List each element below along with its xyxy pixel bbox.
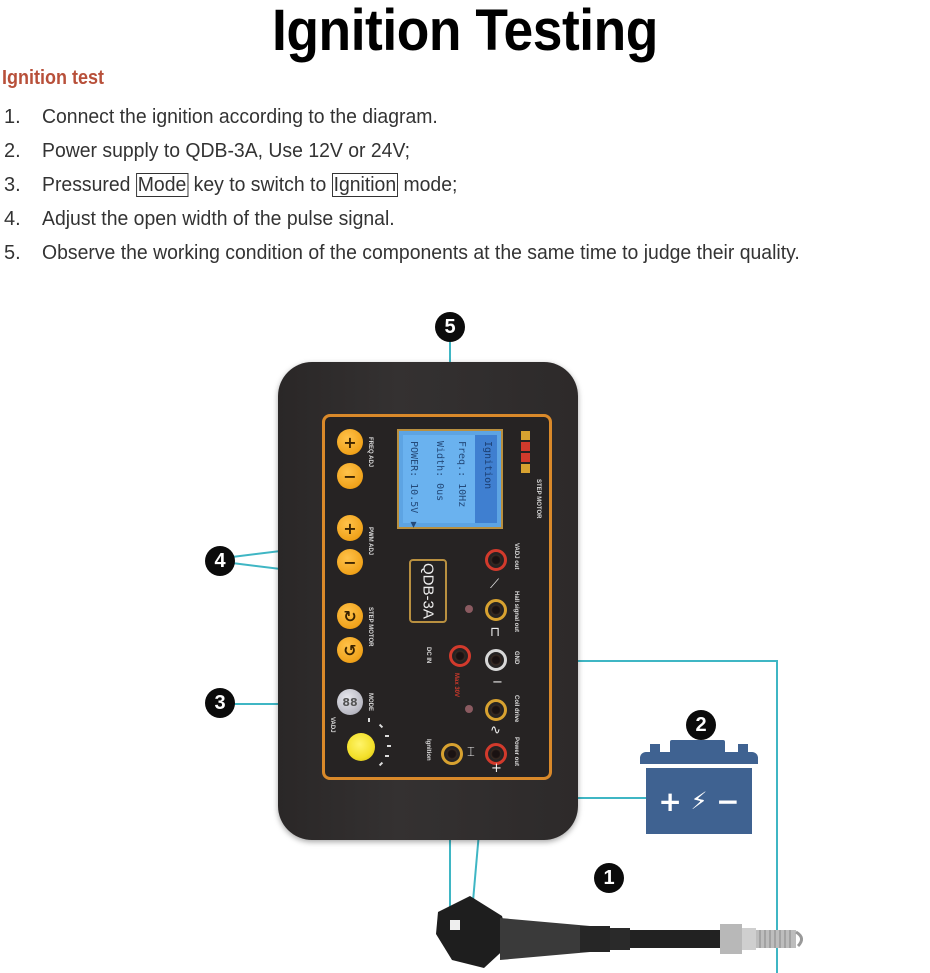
step-number: 2. — [4, 139, 21, 162]
battery-plus-icon: + — [658, 784, 682, 818]
callout-2: 2 — [686, 710, 716, 740]
gnd-jack[interactable] — [485, 649, 507, 671]
battery-minus-icon: − — [716, 784, 740, 818]
instruction-list: 1. Connect the ignition according to the… — [4, 100, 823, 270]
ignition-mode-highlight: Ignition — [331, 172, 399, 197]
step-text-part: Pressured — [42, 173, 136, 196]
indicator-led — [521, 453, 530, 462]
lcd-width: Width: 0us — [434, 441, 445, 502]
step-text: Power supply to QDB-3A, Use 12V or 24V; — [42, 139, 411, 162]
lcd-power: POWER: 10.5V ▼ — [408, 441, 419, 531]
step-cw-button[interactable]: ↻ — [337, 603, 363, 629]
indicator-label: STEP MOTOR — [535, 479, 541, 519]
vadj-out-jack[interactable] — [485, 549, 507, 571]
lcd-header — [475, 435, 497, 523]
step-number: 3. — [4, 173, 21, 196]
lightning-bolt-icon: ⚡ — [690, 787, 708, 815]
power-out-label: Power out — [513, 737, 519, 767]
indicator-led — [521, 442, 530, 451]
mode-button[interactable]: 88 — [337, 689, 363, 715]
ignition-coil-symbol-icon: ⌶ — [467, 745, 475, 760]
ramp-symbol-icon: ⟋ — [490, 577, 500, 592]
instruction-step: 3. Pressured Mode key to switch to Ignit… — [4, 168, 823, 202]
square-wave-icon: ⊓ — [490, 625, 501, 640]
step-text-part: key to switch to — [188, 173, 332, 196]
wire-gnd-down — [776, 660, 778, 973]
step-motor-label: STEP MOTOR — [367, 607, 373, 647]
instruction-step: 2. Power supply to QDB-3A, Use 12V or 24… — [4, 134, 823, 168]
control-panel: + − FREQ ADJ + − PWM ADJ ↻ ↺ STEP MOTOR … — [322, 414, 552, 780]
power-out-jack[interactable] — [485, 743, 507, 765]
hall-signal-label: Hall signal out — [513, 591, 519, 633]
knob-tick — [385, 755, 389, 757]
step-text: Connect the ignition according to the di… — [42, 105, 438, 128]
wire-battery-plus — [578, 797, 646, 799]
coil-drive-jack[interactable] — [485, 699, 507, 721]
coil-drive-label: Coil drive — [513, 695, 519, 723]
knob-tick — [385, 735, 389, 737]
instruction-step: 4. Adjust the open width of the pulse si… — [4, 202, 823, 236]
lcd-screen: Ignition Freq.: 10Hz Width: 0us POWER: 1… — [397, 429, 503, 531]
step-text: Adjust the open width of the pulse signa… — [42, 207, 395, 230]
step-ccw-button[interactable]: ↺ — [337, 637, 363, 663]
indicator-led — [521, 431, 530, 440]
dc-in-jack[interactable] — [449, 645, 471, 667]
dc-in-max-label: Max 30V — [453, 673, 459, 698]
ignition-label: Ignition — [425, 739, 431, 761]
plus-symbol-icon: + — [491, 761, 502, 776]
step-number: 4. — [4, 207, 21, 230]
gnd-label: GND — [513, 651, 519, 665]
step-text-part: mode; — [398, 173, 458, 196]
qdb-3a-tester: + − FREQ ADJ + − PWM ADJ ↻ ↺ STEP MOTOR … — [278, 362, 578, 840]
pwm-minus-button[interactable]: − — [337, 549, 363, 575]
minus-symbol-icon: − — [492, 675, 503, 690]
mode-key-highlight: Mode — [135, 172, 189, 197]
vadj-knob[interactable] — [347, 733, 375, 761]
coil-symbol-icon: ∿ — [490, 723, 501, 738]
page-title: Ignition Testing — [272, 0, 658, 63]
dc-in-label: DC IN — [425, 647, 431, 664]
knob-tick — [387, 745, 391, 747]
freq-minus-button[interactable]: − — [337, 463, 363, 489]
indicator-led — [521, 464, 530, 473]
step-motor-indicators — [521, 431, 531, 475]
mode-label: MODE — [367, 693, 373, 711]
wiring-diagram: 5 4 3 2 1 + − FREQ ADJ + − PWM ADJ ↻ ↺ S… — [0, 290, 930, 973]
status-led — [465, 605, 473, 613]
section-heading: Ignition test — [2, 67, 104, 89]
model-name: QDB-3A — [419, 563, 437, 619]
status-led — [465, 705, 473, 713]
vadj-out-label: VADJ out — [513, 543, 519, 570]
lcd-frequency: Freq.: 10Hz — [456, 441, 467, 508]
instruction-step: 5. Observe the working condition of the … — [4, 236, 823, 270]
ignition-jack[interactable] — [441, 743, 463, 765]
hall-signal-jack[interactable] — [485, 599, 507, 621]
vadj-label: VADJ — [329, 717, 335, 733]
step-number: 5. — [4, 241, 21, 264]
callout-1: 1 — [594, 863, 624, 893]
freq-plus-button[interactable]: + — [337, 429, 363, 455]
freq-adj-label: FREQ ADJ — [367, 437, 373, 468]
battery-icon: + ⚡ − — [640, 740, 758, 836]
pwm-plus-button[interactable]: + — [337, 515, 363, 541]
knob-tick — [378, 761, 384, 767]
callout-5: 5 — [435, 312, 465, 342]
instruction-step: 1. Connect the ignition according to the… — [4, 100, 823, 134]
knob-tick — [368, 718, 370, 722]
lcd-mode: Ignition — [482, 441, 493, 490]
callout-4: 4 — [205, 546, 235, 576]
pwm-adj-label: PWM ADJ — [367, 527, 373, 556]
knob-tick — [378, 723, 384, 729]
ignition-coil-image — [436, 896, 803, 968]
model-badge: QDB-3A — [409, 559, 447, 623]
callout-3: 3 — [205, 688, 235, 718]
step-text: Pressured Mode key to switch to Ignition… — [42, 172, 458, 197]
step-text: Observe the working condition of the com… — [42, 241, 800, 264]
wire-gnd — [500, 660, 777, 662]
step-number: 1. — [4, 105, 21, 128]
